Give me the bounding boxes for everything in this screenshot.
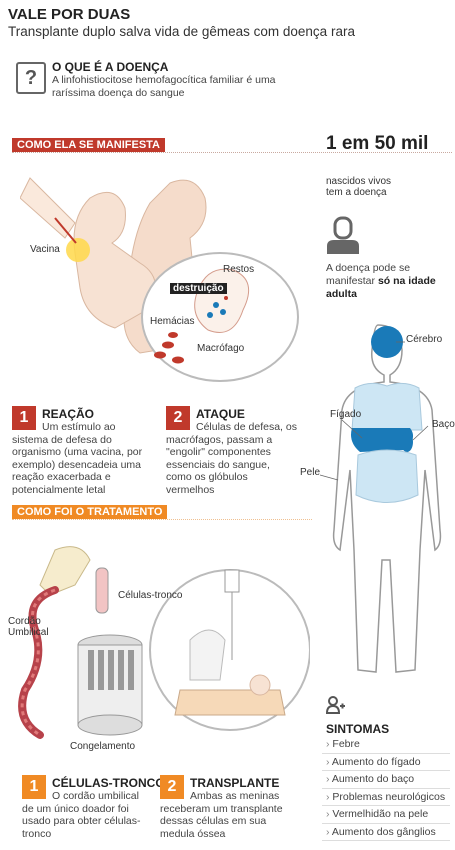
label-figado: Fígado [330,409,362,420]
symptoms-list: Febre Aumento do fígado Aumento do baço … [322,736,450,841]
stat-number: 1 em 50 mil [326,133,429,154]
label-celulas-tronco: Células-tronco [118,590,183,601]
step-number-reacao: 1 [12,406,36,430]
page-title: VALE POR DUAS [8,6,131,23]
label-destruicao: destruição [170,283,227,294]
adult-onset-prefix: A doença pode se manifestar [326,262,411,287]
step-number-transplante: 2 [160,775,184,799]
section-divider [12,152,452,153]
page-subtitle: Transplante duplo salva vida de gêmeas c… [8,24,355,39]
symptom-item: Problemas neurológicos [322,789,450,806]
step-number-ataque: 2 [166,406,190,430]
symptom-item: Aumento dos gânglios [322,824,450,841]
step-title-ataque: ATAQUE [196,407,245,421]
step-text-celulas: O cordão umbilical de um único doador fo… [22,790,141,840]
adult-onset-text: A doença pode se manifestar só na idade … [326,262,436,301]
question-text: A linfohistiocitose hemofagocítica famil… [52,74,276,99]
person-icon [327,216,359,254]
stat-caption: nascidos vivos tem a doença [326,176,392,198]
question-heading: O QUE É A DOENÇA [52,60,169,74]
label-macrofago: Macrófago [197,343,245,354]
label-restos: Restos [223,264,255,275]
label-hemacias: Hemácias [150,316,195,327]
label-baco: Baço [432,419,455,430]
question-icon: ? [16,62,46,94]
section-tag-manifest: COMO ELA SE MANIFESTA [12,138,165,152]
label-congelamento: Congelamento [70,741,136,752]
treatment-illustration [18,546,310,739]
label-pele: Pele [300,467,321,478]
label-cordao: Cordão Umbilical [8,616,49,638]
step-text-ataque: Células de defesa, os macrófagos, passam… [166,421,297,496]
person-symptom-icon [326,696,345,714]
symptoms-heading: SINTOMAS [326,722,390,736]
step-title-celulas: CÉLULAS-TRONCO [52,776,165,790]
label-vacina: Vacina [30,244,60,255]
step-text-reacao: Um estímulo ao sistema de defesa do orga… [12,421,143,496]
symptom-item: Aumento do fígado [322,754,450,771]
liver-organ [351,428,414,452]
symptom-item: Febre [322,736,450,754]
spleen-organ [401,432,413,452]
label-cerebro: Cérebro [406,334,443,345]
step-title-transplante: TRANSPLANTE [190,776,280,790]
step-text-transplante: Ambas as meninas receberam um transplant… [160,790,283,840]
symptom-item: Vermelhidão na pele [322,806,450,824]
section-tag-treatment: COMO FOI O TRATAMENTO [12,505,168,519]
step-number-celulas: 1 [22,775,46,799]
human-body-diagram [319,324,442,673]
symptom-item: Aumento do baço [322,771,450,789]
injection-site-marker [66,238,90,262]
section-divider [12,519,312,520]
adult-onset-emphasis: só na idade adulta [326,275,436,300]
brain-organ [371,326,403,358]
step-title-reacao: REAÇÃO [42,407,95,421]
